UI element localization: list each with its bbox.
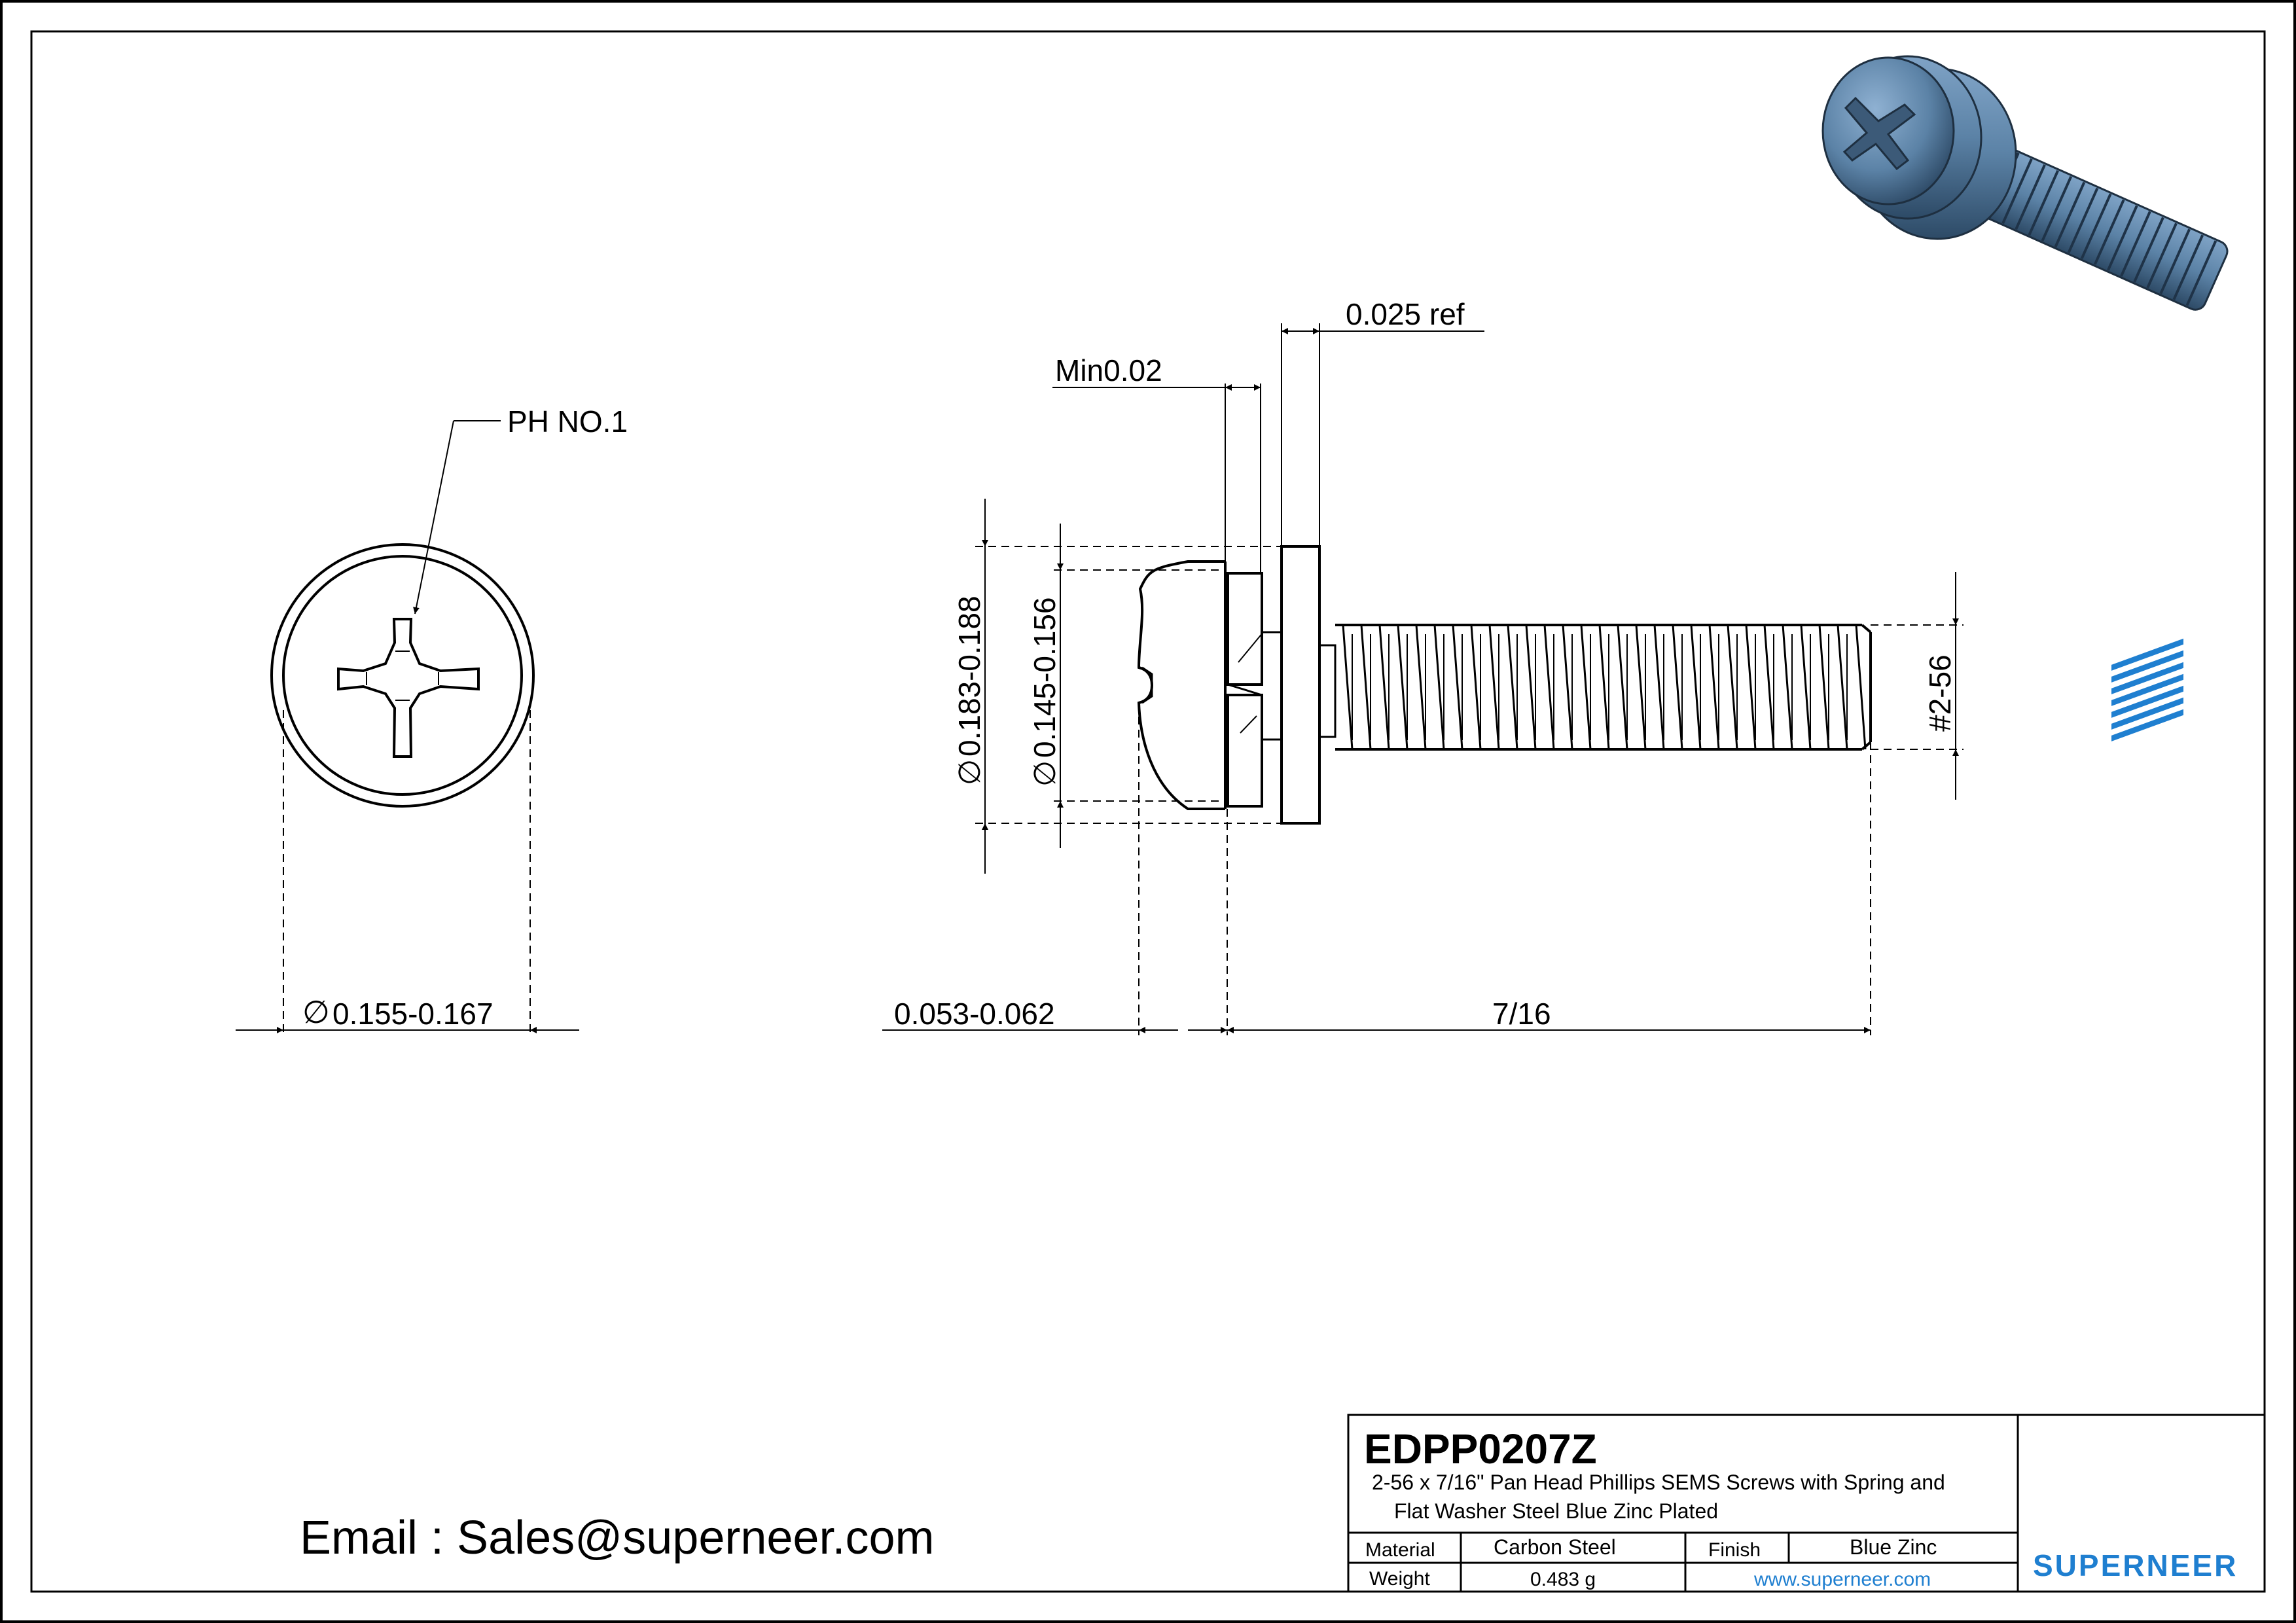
- screw-side-view: [1137, 545, 1872, 825]
- head-height-dimension: 0.053-0.062: [882, 704, 1228, 1035]
- thread-label: #2-56: [1923, 654, 1957, 732]
- head-diameter-symbol: ∅: [952, 759, 986, 785]
- website-link[interactable]: www.superneer.com: [1753, 1569, 1931, 1590]
- length-dimension: 7/16: [1227, 742, 1871, 1035]
- finish-value: Blue Zinc: [1850, 1535, 1937, 1559]
- min-gap-dimension: Min0.02: [1052, 353, 1261, 573]
- diameter-symbol: ∅: [302, 995, 330, 1030]
- description-line-1: 2-56 x 7/16" Pan Head Phillips SEMS Scre…: [1372, 1471, 1945, 1494]
- min-gap-label: Min0.02: [1055, 353, 1162, 387]
- recess-leader: PH NO.1: [413, 404, 628, 615]
- recess-callout: PH NO.1: [507, 404, 628, 438]
- part-number: EDPP0207Z: [1364, 1425, 1597, 1472]
- title-block: EDPP0207Z 2-56 x 7/16" Pan Head Phillips…: [1347, 638, 2266, 1593]
- head-diameter-dimension: ∅ 0.183-0.188: [952, 499, 1282, 874]
- length-label: 7/16: [1492, 997, 1551, 1031]
- washer-diameter-label: 0.145-0.156: [1028, 597, 1062, 758]
- finish-label: Finish: [1708, 1539, 1761, 1561]
- thread-dimension: #2-56: [1871, 572, 1964, 800]
- material-value: Carbon Steel: [1494, 1535, 1616, 1559]
- contact-email: Email : Sales@superneer.com: [300, 1512, 935, 1564]
- washer-diameter-dimension: ∅ 0.145-0.156: [1028, 524, 1224, 848]
- head-height-label: 0.053-0.062: [894, 997, 1055, 1031]
- washer-diameter-symbol: ∅: [1028, 760, 1062, 787]
- thread-lines: [1342, 624, 1867, 750]
- brand-logo-icon: [2111, 638, 2183, 741]
- washer-thickness-label: 0.025 ref: [1346, 297, 1465, 331]
- head-diameter-label: 0.183-0.188: [952, 596, 986, 757]
- washer-thickness-dimension: 0.025 ref: [1281, 297, 1484, 546]
- material-label: Material: [1365, 1539, 1435, 1561]
- head-top-view: [270, 543, 535, 808]
- recess-diameter-label: 0.155-0.167: [332, 997, 493, 1031]
- description-line-2: Flat Washer Steel Blue Zinc Plated: [1394, 1499, 1718, 1523]
- weight-label: Weight: [1369, 1568, 1430, 1590]
- recess-diameter-dimension: ∅ 0.155-0.167: [236, 710, 579, 1035]
- weight-value: 0.483 g: [1530, 1569, 1596, 1590]
- screw-3d-view: [1821, 55, 2229, 311]
- brand-name: SUPERNEER: [2033, 1548, 2238, 1582]
